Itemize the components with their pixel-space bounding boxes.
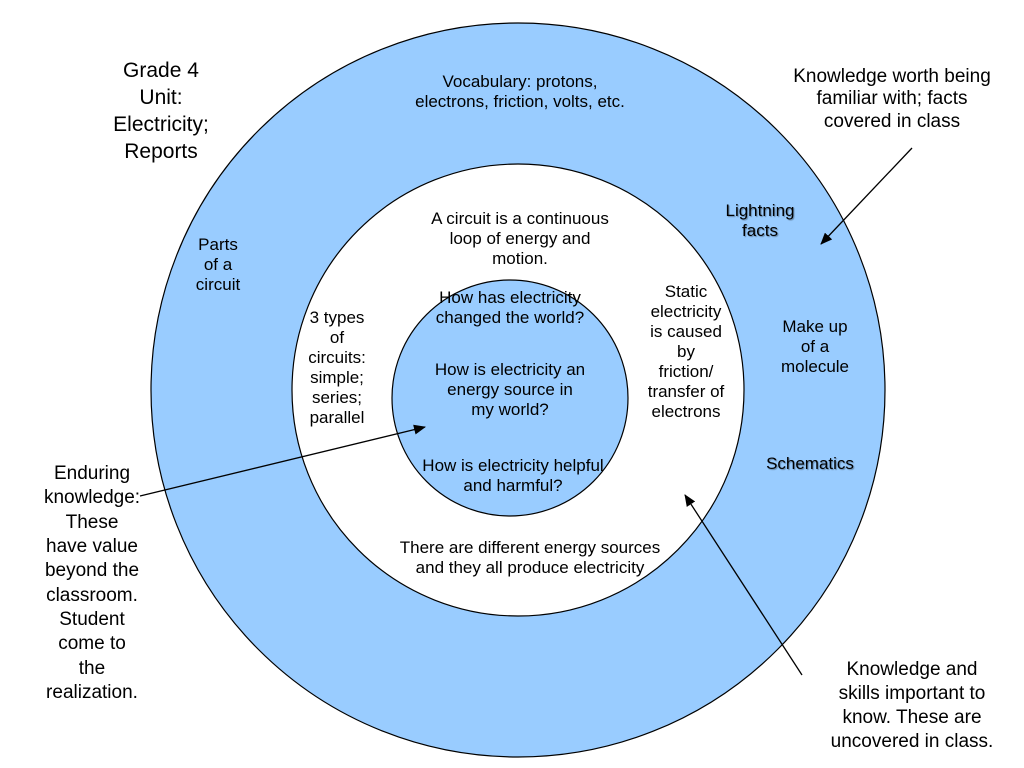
- arrow-worth-familiar: [820, 147, 913, 245]
- outer-ring-schematics: Schematics: [766, 454, 854, 473]
- middle-ring-static-electricity: Static electricity is caused by friction…: [647, 282, 725, 422]
- arrow-important: [684, 494, 803, 676]
- middle-ring-energy-sources: There are different energy sources and t…: [399, 538, 661, 578]
- arrow-enduring: [139, 424, 426, 497]
- core-question-2: How is electricity an energy source in m…: [434, 360, 586, 420]
- annotation-enduring: Enduring knowledge: These have value bey…: [43, 463, 141, 703]
- annotation-worth-familiar: Knowledge worth being familiar with; fac…: [793, 66, 991, 132]
- middle-ring-three-types: 3 types of circuits: simple; series; par…: [308, 308, 366, 428]
- diagram-title: Grade 4 Unit: Electricity; Reports: [113, 59, 209, 163]
- core-circle: [391, 279, 629, 517]
- core-question-1: How has electricity changed the world?: [435, 288, 585, 328]
- middle-ring-circuit-definition: A circuit is a continuous loop of energy…: [431, 209, 609, 269]
- outer-ring-vocabulary: Vocabulary: protons, electrons, friction…: [415, 72, 625, 112]
- outer-ring-molecule: Make up of a molecule: [780, 317, 850, 377]
- outer-ring-lightning-facts: Lightning facts: [725, 201, 795, 241]
- outer-ring-parts-of-circuit: Parts of a circuit: [195, 235, 241, 295]
- annotation-important: Knowledge and skills important to know. …: [830, 659, 994, 752]
- core-question-3: How is electricity helpful and harmful?: [422, 456, 604, 496]
